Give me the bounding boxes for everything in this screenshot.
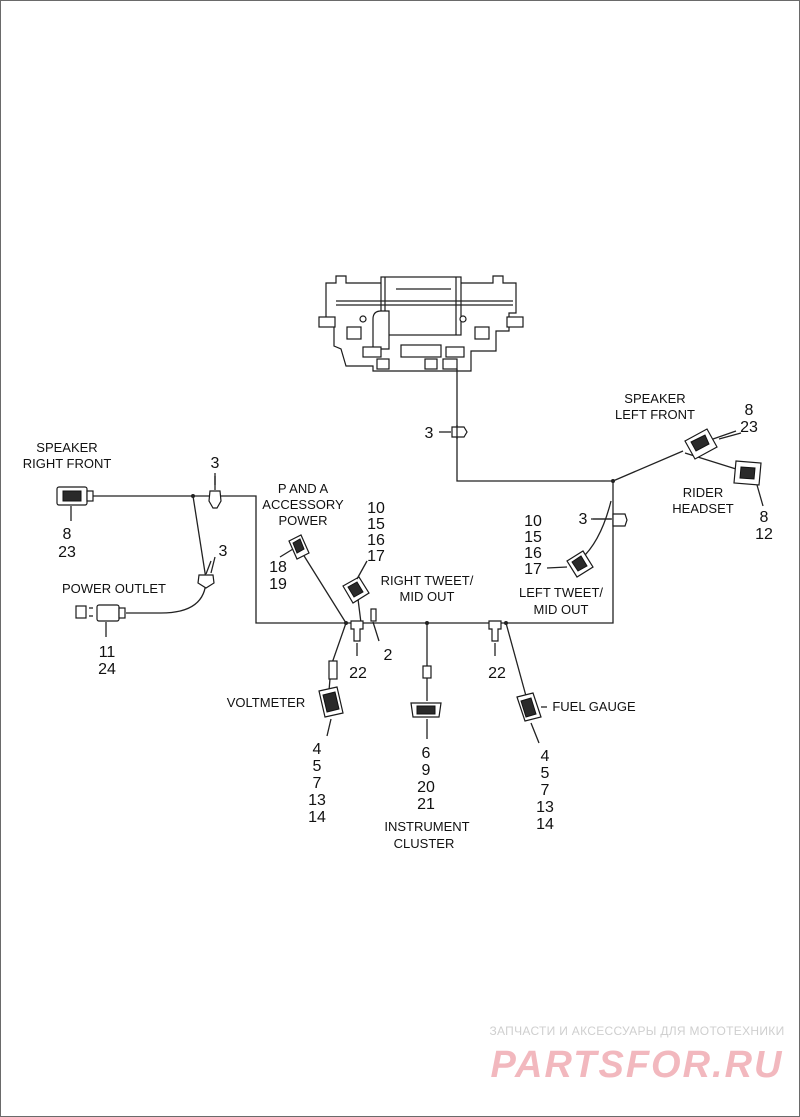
label-speaker-left-front-line2: LEFT FRONT — [615, 407, 695, 422]
speaker-left-front-connector — [684, 428, 737, 460]
callout-clip-right: 22 — [488, 665, 506, 682]
callout-number: 11 — [99, 644, 116, 661]
label-p-and-a-power: P AND A ACCESSORY POWER — [262, 481, 344, 528]
label-power-outlet: POWER OUTLET — [62, 581, 166, 596]
callout-number: 13 — [308, 792, 326, 809]
label-p-and-a-line3: POWER — [278, 513, 327, 528]
clip-right — [593, 513, 628, 527]
label-instrument-cluster: INSTRUMENT CLUSTER — [384, 819, 469, 851]
label-fuel-gauge: FUEL GAUGE — [552, 699, 636, 714]
leader-lines — [210, 432, 742, 580]
instrument-cluster-connector — [410, 665, 442, 739]
callout-number: 5 — [313, 758, 322, 775]
callout-number: 17 — [367, 548, 385, 565]
clip-top — [439, 425, 468, 439]
watermark: ЗАПЧАСТИ И АКСЕССУАРЫ ДЛЯ МОТОТЕХНИКИ PA… — [489, 1024, 784, 1086]
clip-left-middle — [197, 560, 215, 589]
callout-number: 4 — [541, 748, 550, 765]
clip-22-right — [488, 620, 502, 656]
voltmeter-connector — [318, 660, 344, 737]
callout-right-clip: 3 — [579, 511, 588, 528]
callout-number: 8 — [745, 402, 754, 419]
callout-rider-headset: 8 12 — [755, 509, 773, 543]
callout-number: 20 — [417, 779, 435, 796]
clip-22-left — [350, 620, 364, 656]
label-rider-headset-line2: HEADSET — [672, 501, 733, 516]
callout-number: 7 — [541, 782, 550, 799]
callout-clip-left: 22 — [349, 665, 367, 682]
callout-right-tweet: 10 15 16 17 — [367, 500, 385, 565]
callout-number: 14 — [308, 809, 326, 826]
p-and-a-power-connector — [288, 534, 310, 560]
callout-number: 15 — [524, 529, 542, 546]
label-p-and-a-line2: ACCESSORY — [262, 497, 344, 512]
rider-headset-connector — [733, 460, 764, 507]
label-voltmeter: VOLTMETER — [227, 695, 306, 710]
label-right-tweet-line2: MID OUT — [400, 589, 455, 604]
callout-number: 18 — [269, 559, 287, 576]
callout-power-outlet: 11 24 — [98, 644, 116, 678]
callout-left-tweet: 10 15 16 17 — [524, 513, 542, 578]
callout-number: 5 — [541, 765, 550, 782]
label-instrument-cluster-line1: INSTRUMENT — [384, 819, 469, 834]
callout-upper-left-clip: 3 — [211, 455, 220, 472]
callout-number: 8 — [63, 526, 72, 543]
callout-voltmeter: 4 5 7 13 14 — [308, 741, 326, 826]
callout-pin: 2 — [384, 647, 393, 664]
label-p-and-a-line1: P AND A — [278, 481, 329, 496]
callout-number: 8 — [760, 509, 769, 526]
power-outlet-connector — [75, 604, 126, 637]
label-right-tweet-line1: RIGHT TWEET/ — [381, 573, 474, 588]
callout-number: 4 — [313, 741, 322, 758]
callout-number: 16 — [367, 532, 385, 549]
callout-number: 14 — [536, 816, 554, 833]
label-left-tweet-line1: LEFT TWEET/ — [519, 585, 603, 600]
label-speaker-left-front: SPEAKER LEFT FRONT — [615, 391, 695, 422]
callout-p-and-a-power: 18 19 — [269, 559, 287, 593]
callout-number: 16 — [524, 545, 542, 562]
label-left-tweet-line2: MID OUT — [534, 602, 589, 617]
label-rider-headset: RIDER HEADSET — [672, 485, 733, 516]
callout-speaker-left-front: 8 23 — [740, 402, 758, 436]
label-speaker-right-front-line1: SPEAKER — [36, 440, 97, 455]
label-rider-headset-line1: RIDER — [683, 485, 723, 500]
watermark-tagline: ЗАПЧАСТИ И АКСЕССУАРЫ ДЛЯ МОТОТЕХНИКИ — [489, 1024, 784, 1038]
callout-number: 6 — [422, 745, 431, 762]
callout-number: 10 — [524, 513, 542, 530]
callout-top-clip: 3 — [425, 425, 434, 442]
callout-number: 23 — [740, 419, 758, 436]
watermark-logo: PARTSFOR.RU — [491, 1044, 784, 1086]
label-right-tweet: RIGHT TWEET/ MID OUT — [381, 573, 474, 604]
callout-left-middle-clip: 3 — [219, 543, 228, 560]
left-tweet-connector — [566, 550, 594, 578]
fairing-bracket — [318, 275, 524, 372]
callout-number: 17 — [524, 561, 542, 578]
callout-number: 23 — [58, 544, 76, 561]
callout-number: 21 — [417, 796, 435, 813]
callout-number: 12 — [755, 526, 773, 543]
label-speaker-left-front-line1: SPEAKER — [624, 391, 685, 406]
callout-number: 9 — [422, 762, 431, 779]
callout-number: 24 — [98, 661, 116, 678]
callout-fuel-gauge: 4 5 7 13 14 — [536, 748, 554, 833]
callout-number: 19 — [269, 576, 287, 593]
label-left-tweet: LEFT TWEET/ MID OUT — [519, 585, 603, 617]
speaker-right-front-connector — [56, 486, 94, 521]
fuel-gauge-connector — [516, 692, 547, 744]
callout-number: 7 — [313, 775, 322, 792]
pin-2 — [370, 608, 380, 642]
callout-number: 13 — [536, 799, 554, 816]
label-speaker-right-front: SPEAKER RIGHT FRONT — [23, 440, 112, 471]
right-tweet-connector — [342, 576, 370, 604]
callout-speaker-right-front: 8 23 — [58, 526, 76, 561]
callout-number: 10 — [367, 500, 385, 517]
label-instrument-cluster-line2: CLUSTER — [394, 836, 455, 851]
callout-instrument-cluster: 6 9 20 21 — [417, 745, 435, 813]
callout-number: 15 — [367, 516, 385, 533]
label-speaker-right-front-line2: RIGHT FRONT — [23, 456, 112, 471]
